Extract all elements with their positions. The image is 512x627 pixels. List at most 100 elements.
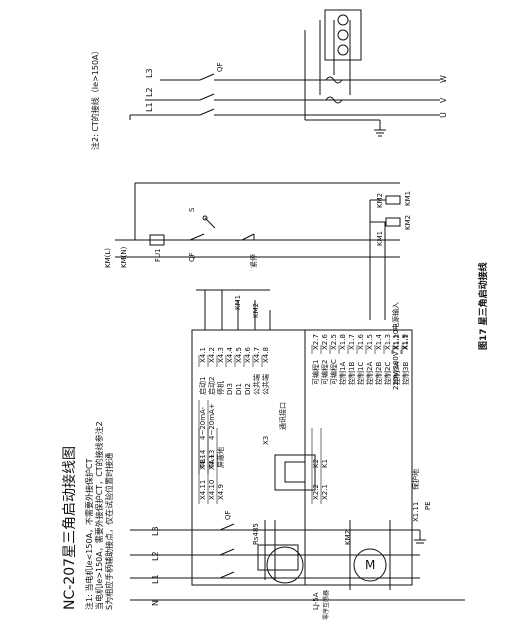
ct-terminal-id: X2.2 bbox=[312, 484, 320, 500]
note-1a: 注1: 当电机Ie<150A，不需要外接保护CT bbox=[84, 458, 94, 610]
analog-terminal-id: X4.13 bbox=[208, 450, 216, 470]
comm-terminal-label: TA+ bbox=[208, 453, 216, 469]
input-terminal-id: X4.7 bbox=[253, 347, 261, 363]
input-terminal-label: DI1 bbox=[235, 383, 243, 395]
relay-terminal-id: X1.8 bbox=[339, 334, 347, 350]
power-terminal-id: X1.9 bbox=[401, 334, 409, 350]
ct-line-l3: L3 bbox=[145, 68, 154, 78]
rs485-label: Rs485 bbox=[252, 523, 260, 545]
input-terminal-id: X4.4 bbox=[226, 347, 234, 363]
ct-wiring-section bbox=[129, 9, 440, 137]
comm-terminal-id: X4.9 bbox=[217, 484, 225, 500]
relay-terminal-label: 控制3B bbox=[401, 362, 410, 385]
controller-box bbox=[191, 289, 413, 586]
pe-label: PE bbox=[424, 501, 432, 510]
main-line-l1: L1 bbox=[151, 574, 160, 584]
ct-out-u: U bbox=[439, 112, 448, 118]
relay-terminal-label: 可编程1 bbox=[311, 360, 320, 385]
relay-terminal-label: 控制1C bbox=[356, 362, 365, 385]
ct-out-v: V bbox=[439, 97, 448, 103]
power-terminal-id: X1.10 bbox=[392, 330, 400, 350]
input-terminal-label: DI3 bbox=[226, 383, 234, 395]
ct-model-label: LJ-5A bbox=[312, 592, 320, 610]
s-label: S bbox=[188, 207, 196, 212]
input-terminal-label: DI2 bbox=[244, 383, 252, 395]
ct-terminal-label: K2 bbox=[312, 459, 320, 468]
relay-terminal-label: 控制2C bbox=[383, 362, 392, 385]
relay-terminal-label: 控制1A bbox=[338, 362, 347, 385]
fu1-label: FU1 bbox=[154, 248, 162, 262]
km1-input-label: KM1 bbox=[234, 295, 242, 310]
note-1c: S为相应手柄辅助接点，仅在试验位置时接通 bbox=[104, 453, 114, 610]
ct-terminal-label: K1 bbox=[321, 459, 329, 468]
x3-label: X3 bbox=[262, 436, 270, 445]
note-2: 注2: CT的接线（Ie>150A） bbox=[90, 46, 100, 150]
km2-input-label: KM2 bbox=[252, 303, 260, 318]
ground-terminal-id: X1.11 bbox=[412, 502, 420, 522]
ct-terminal-id: X2.1 bbox=[321, 484, 329, 500]
emergency-stop-label: 紧停 bbox=[249, 254, 258, 268]
diagram-title: NC-207星三角启动接线图 bbox=[61, 446, 78, 610]
power-terminal-label: 220V/380V bbox=[392, 351, 400, 390]
comm-interface bbox=[264, 454, 316, 580]
ct-line-l2: L2 bbox=[145, 87, 154, 97]
note-1b: 当电机Ie>150A，需要外接保护CT，CT的接线参注2 bbox=[94, 421, 104, 610]
input-terminal-label: 公共端 bbox=[252, 374, 261, 395]
relay-terminal-label: 控制1B bbox=[347, 362, 356, 385]
km2-coil-label: KM2 bbox=[404, 215, 412, 230]
line-km-n: KM(N) bbox=[120, 246, 128, 268]
relay-terminal-id: X1.2 bbox=[393, 334, 401, 350]
relay-terminal-label: 控制2B bbox=[374, 362, 383, 385]
km1-coil-label: KM1 bbox=[404, 191, 412, 206]
relay-terminal-id: X1.3 bbox=[384, 334, 392, 350]
input-terminal-label: 停机 bbox=[216, 381, 225, 395]
relay-terminal-id: X2.6 bbox=[321, 334, 329, 350]
input-terminal-id: X4.5 bbox=[235, 347, 243, 363]
qf-control-label: QF bbox=[188, 252, 196, 262]
main-qf-label: QF bbox=[224, 510, 232, 520]
ct-out-w: W bbox=[439, 75, 448, 83]
relay-terminal-label: 可编程C bbox=[329, 359, 338, 385]
relay-terminal-group: X2.7可编程1X2.6可编程2X2.5可编程CX1.8控制1AX1.7控制1B… bbox=[311, 334, 410, 385]
ground-terminal-label: 保护地 bbox=[411, 469, 420, 490]
relay-terminal-label: 控制2A bbox=[365, 362, 374, 385]
relay-terminal-id: X1.4 bbox=[375, 334, 383, 350]
input-terminal-label: 启动2 bbox=[207, 377, 216, 395]
relay-terminal-id: X2.5 bbox=[330, 334, 338, 350]
relay-terminal-id: X2.7 bbox=[312, 334, 320, 350]
relay-terminal-label: 可编程2 bbox=[320, 360, 329, 385]
input-terminal-label: 启动1 bbox=[198, 377, 207, 395]
analog-terminal-id: X4.14 bbox=[199, 449, 207, 470]
km1-contact-label: KM1 bbox=[376, 231, 384, 246]
comm-terminal-id: X4.10 bbox=[208, 480, 216, 500]
relay-terminal-id: X1.1 bbox=[402, 334, 410, 350]
comm-terminal-label: 屏蔽地 bbox=[216, 447, 225, 468]
main-line-l2: L2 bbox=[151, 551, 160, 561]
power-input-label: 电源输入 bbox=[391, 302, 400, 330]
input-terminal-id: X4.1 bbox=[199, 347, 207, 363]
input-terminal-id: X4.2 bbox=[208, 347, 216, 363]
motor-km2-label: KM2 bbox=[344, 530, 352, 545]
main-power-section bbox=[130, 520, 465, 601]
ct-qf-label: QF bbox=[216, 62, 224, 72]
relay-terminal-id: X1.6 bbox=[357, 334, 365, 350]
ct-type-label: 零序互感器 bbox=[322, 590, 330, 620]
ct-line-l1: L1 bbox=[145, 102, 154, 112]
line-km-l: KM(L) bbox=[104, 248, 112, 268]
comm-terminal-label: TB- bbox=[199, 456, 207, 469]
analog-terminal-label: 4~20mA+ bbox=[208, 403, 216, 440]
input-terminal-id: X4.6 bbox=[244, 347, 252, 363]
comm-port-label: 通讯接口 bbox=[278, 402, 287, 430]
control-supply-section bbox=[115, 182, 401, 320]
relay-terminal-id: X1.5 bbox=[366, 334, 374, 350]
input-terminal-label: 公共端 bbox=[261, 374, 270, 395]
main-line-l3: L3 bbox=[151, 526, 160, 536]
input-terminal-id: X4.3 bbox=[217, 347, 225, 363]
figure-caption: 图17 星三角启动接线 bbox=[477, 262, 489, 350]
input-terminal-id: X4.8 bbox=[262, 347, 270, 363]
